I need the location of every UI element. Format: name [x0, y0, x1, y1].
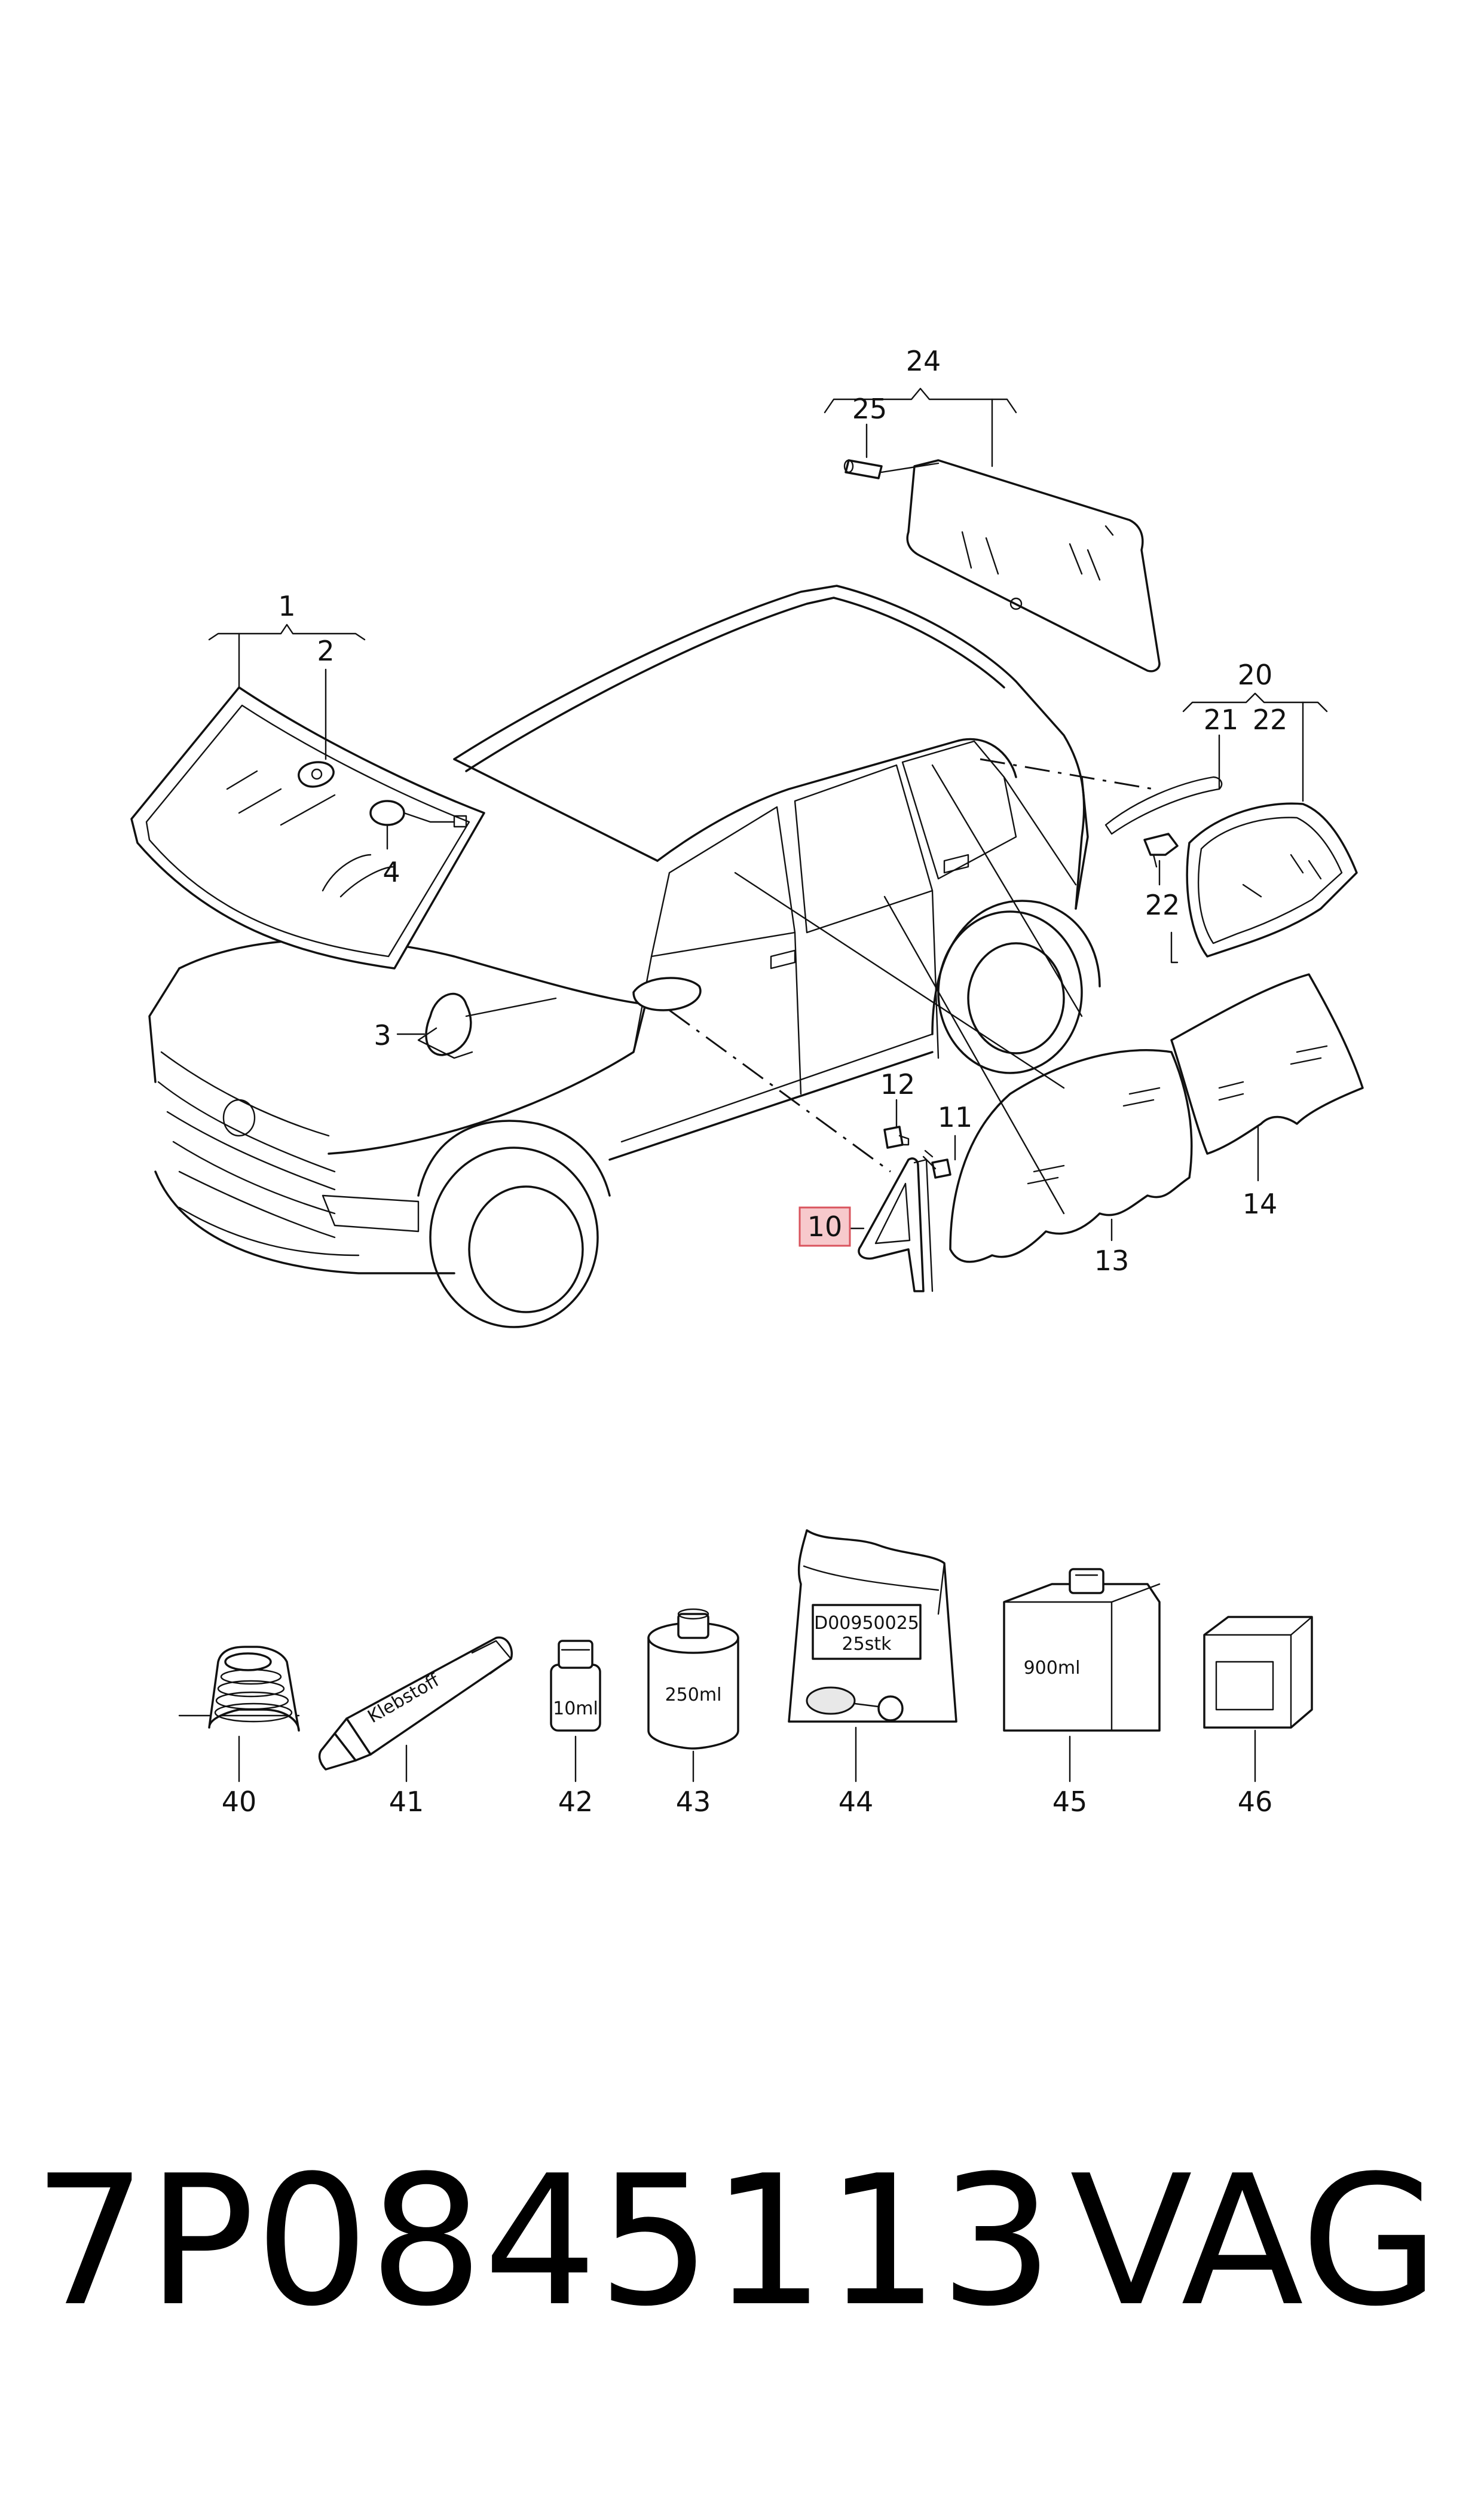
quarter-window-clip[interactable] [1143, 833, 1179, 868]
callout-10[interactable]: 10 [807, 1210, 843, 1243]
rear-quarter-glass[interactable] [1186, 802, 1358, 958]
callout-44[interactable]: 44 [839, 1786, 874, 1818]
callout-22-lower[interactable]: 22 [1145, 889, 1180, 921]
rain-sensor[interactable] [298, 761, 335, 788]
front-door-glass[interactable] [949, 1048, 1193, 1263]
accessory-callouts: 40 41 42 43 44 45 46 [222, 1726, 1273, 1818]
canister-label: 900ml [1024, 1658, 1081, 1679]
callout-21[interactable]: 21 [1204, 704, 1239, 736]
rear-door-glass[interactable] [1170, 973, 1364, 1155]
can-label: 250ml [665, 1685, 722, 1705]
callout-20[interactable]: 20 [1238, 659, 1273, 691]
callout-3[interactable]: 3 [374, 1019, 391, 1051]
callout-2[interactable]: 2 [317, 635, 334, 667]
adhesive-cord-spool[interactable] [178, 1646, 300, 1732]
quarter-window-seal[interactable] [1104, 776, 1223, 964]
windshield-glass[interactable] [130, 686, 485, 970]
cleaner-canister[interactable]: 900ml [1003, 1568, 1161, 1732]
callout-1[interactable]: 1 [278, 590, 295, 622]
callout-numbers: 1 2 3 4 10 11 12 13 14 20 21 22 22 24 25 [278, 345, 1287, 1277]
screw[interactable] [922, 1150, 951, 1179]
callout-22-upper[interactable]: 22 [1253, 704, 1288, 736]
rear-window-glass[interactable] [906, 459, 1161, 672]
washer-nozzle[interactable] [843, 459, 883, 479]
callout-leaders [208, 387, 1328, 1242]
callout-45[interactable]: 45 [1052, 1786, 1088, 1818]
callout-40[interactable]: 40 [222, 1786, 257, 1818]
bag-label-line2: 25stk [842, 1634, 892, 1655]
part-number: 7P0845113 [33, 2137, 1054, 2346]
brand-name: VAG [1070, 2137, 1440, 2346]
car-body [148, 585, 1154, 1328]
callout-25[interactable]: 25 [852, 393, 888, 425]
expanding-nut[interactable] [883, 1126, 910, 1149]
adhesive-tube[interactable]: Klebstoff [318, 1636, 513, 1771]
callout-10-highlight [798, 1206, 851, 1247]
callout-14[interactable]: 14 [1243, 1188, 1278, 1220]
callout-4[interactable]: 4 [383, 856, 400, 888]
callout-24[interactable]: 24 [906, 345, 941, 377]
callout-43[interactable]: 43 [676, 1786, 711, 1818]
primer-bottle-small[interactable]: 10ml [550, 1640, 601, 1732]
bag-label-line1: D00950025 [814, 1613, 919, 1634]
mirror-base[interactable] [417, 992, 557, 1059]
callout-11[interactable]: 11 [938, 1101, 973, 1133]
callout-46[interactable]: 46 [1238, 1786, 1273, 1818]
bottle-small-label: 10ml [553, 1698, 598, 1719]
callout-13[interactable]: 13 [1094, 1245, 1130, 1277]
cleaning-kit-box[interactable] [1203, 1616, 1313, 1729]
callout-41[interactable]: 41 [389, 1786, 424, 1818]
callout-42[interactable]: 42 [558, 1786, 593, 1818]
primer-can[interactable]: 250ml [647, 1608, 739, 1750]
callout-12[interactable]: 12 [880, 1068, 916, 1100]
clips-bag[interactable]: D00950025 25stk [788, 1529, 957, 1723]
triangle-glass-part[interactable] [858, 1157, 934, 1292]
